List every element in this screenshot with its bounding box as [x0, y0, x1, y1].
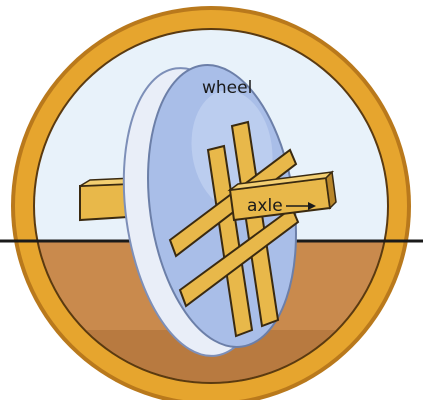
wheel-label: wheel [202, 80, 252, 97]
axle-label: axle [247, 198, 283, 215]
